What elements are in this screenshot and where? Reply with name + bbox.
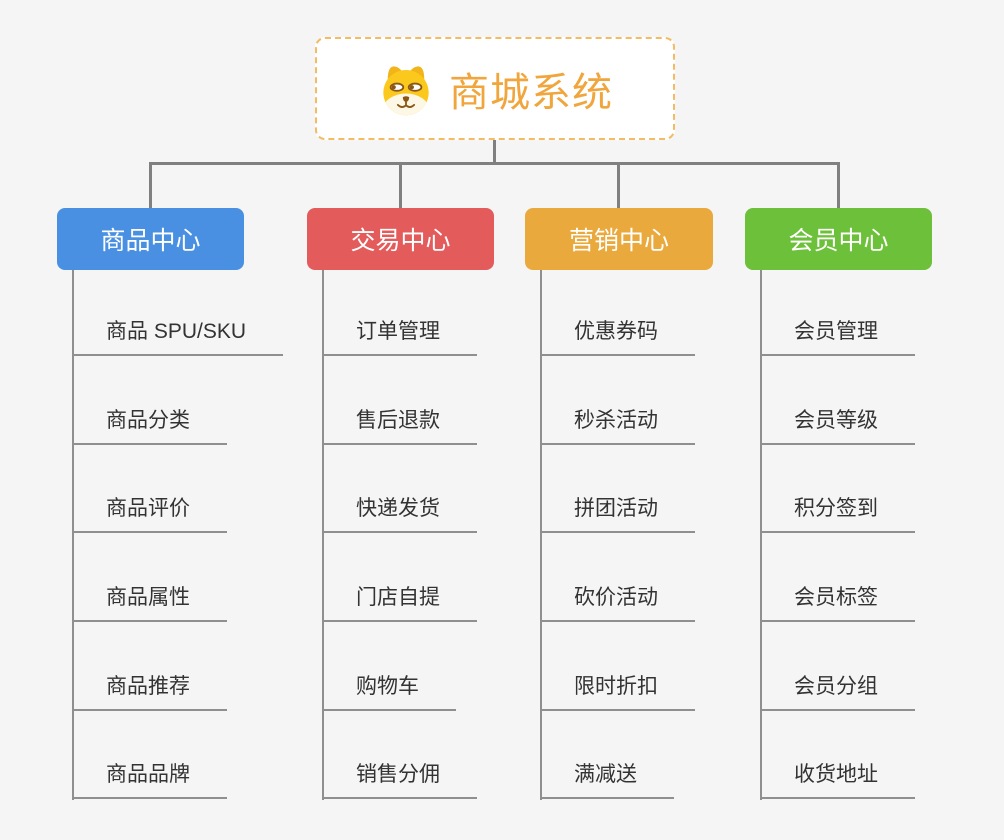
leaf-node[interactable]: 会员分组 bbox=[760, 674, 915, 711]
leaf-node[interactable]: 门店自提 bbox=[322, 585, 477, 622]
branch-node-product-center[interactable]: 商品中心 bbox=[57, 208, 244, 270]
leaf-node[interactable]: 积分签到 bbox=[760, 496, 915, 533]
leaf-node[interactable]: 销售分佣 bbox=[322, 762, 477, 799]
branch-node-trade-center[interactable]: 交易中心 bbox=[307, 208, 494, 270]
root-node[interactable]: 商城系统 bbox=[315, 37, 675, 140]
leaf-node[interactable]: 会员标签 bbox=[760, 585, 915, 622]
connector-drop-marketing bbox=[617, 163, 620, 209]
branch-node-member-center[interactable]: 会员中心 bbox=[745, 208, 932, 270]
leaf-node[interactable]: 秒杀活动 bbox=[540, 408, 695, 445]
leaf-node[interactable]: 商品分类 bbox=[72, 408, 227, 445]
connector-drop-trade bbox=[399, 163, 402, 209]
leaf-node[interactable]: 商品推荐 bbox=[72, 674, 227, 711]
leaf-node[interactable]: 砍价活动 bbox=[540, 585, 695, 622]
leaf-node[interactable]: 优惠券码 bbox=[540, 319, 695, 356]
connector-horizontal-bar bbox=[149, 162, 840, 165]
child-tree-line-product bbox=[72, 270, 74, 800]
leaf-node[interactable]: 收货地址 bbox=[760, 762, 915, 799]
leaf-node[interactable]: 商品品牌 bbox=[72, 762, 227, 799]
child-tree-line-member bbox=[760, 270, 762, 800]
child-tree-line-marketing bbox=[540, 270, 542, 800]
branch-node-marketing-center[interactable]: 营销中心 bbox=[525, 208, 713, 270]
leaf-node[interactable]: 满减送 bbox=[540, 762, 674, 799]
leaf-node[interactable]: 会员管理 bbox=[760, 319, 915, 356]
connector-root-stub bbox=[493, 140, 496, 163]
connector-drop-member bbox=[837, 163, 840, 209]
leaf-node[interactable]: 会员等级 bbox=[760, 408, 915, 445]
child-tree-line-trade bbox=[322, 270, 324, 800]
connector-drop-product bbox=[149, 163, 152, 209]
leaf-node[interactable]: 订单管理 bbox=[322, 319, 477, 356]
leaf-node[interactable]: 售后退款 bbox=[322, 408, 477, 445]
leaf-node[interactable]: 限时折扣 bbox=[540, 674, 695, 711]
leaf-node[interactable]: 商品评价 bbox=[72, 496, 227, 533]
leaf-node[interactable]: 快递发货 bbox=[322, 496, 477, 533]
leaf-node[interactable]: 购物车 bbox=[322, 674, 456, 711]
leaf-node[interactable]: 商品属性 bbox=[72, 585, 227, 622]
root-title: 商城系统 bbox=[449, 70, 613, 115]
dog-icon bbox=[377, 60, 435, 118]
leaf-node[interactable]: 拼团活动 bbox=[540, 496, 695, 533]
leaf-node[interactable]: 商品 SPU/SKU bbox=[72, 319, 284, 356]
